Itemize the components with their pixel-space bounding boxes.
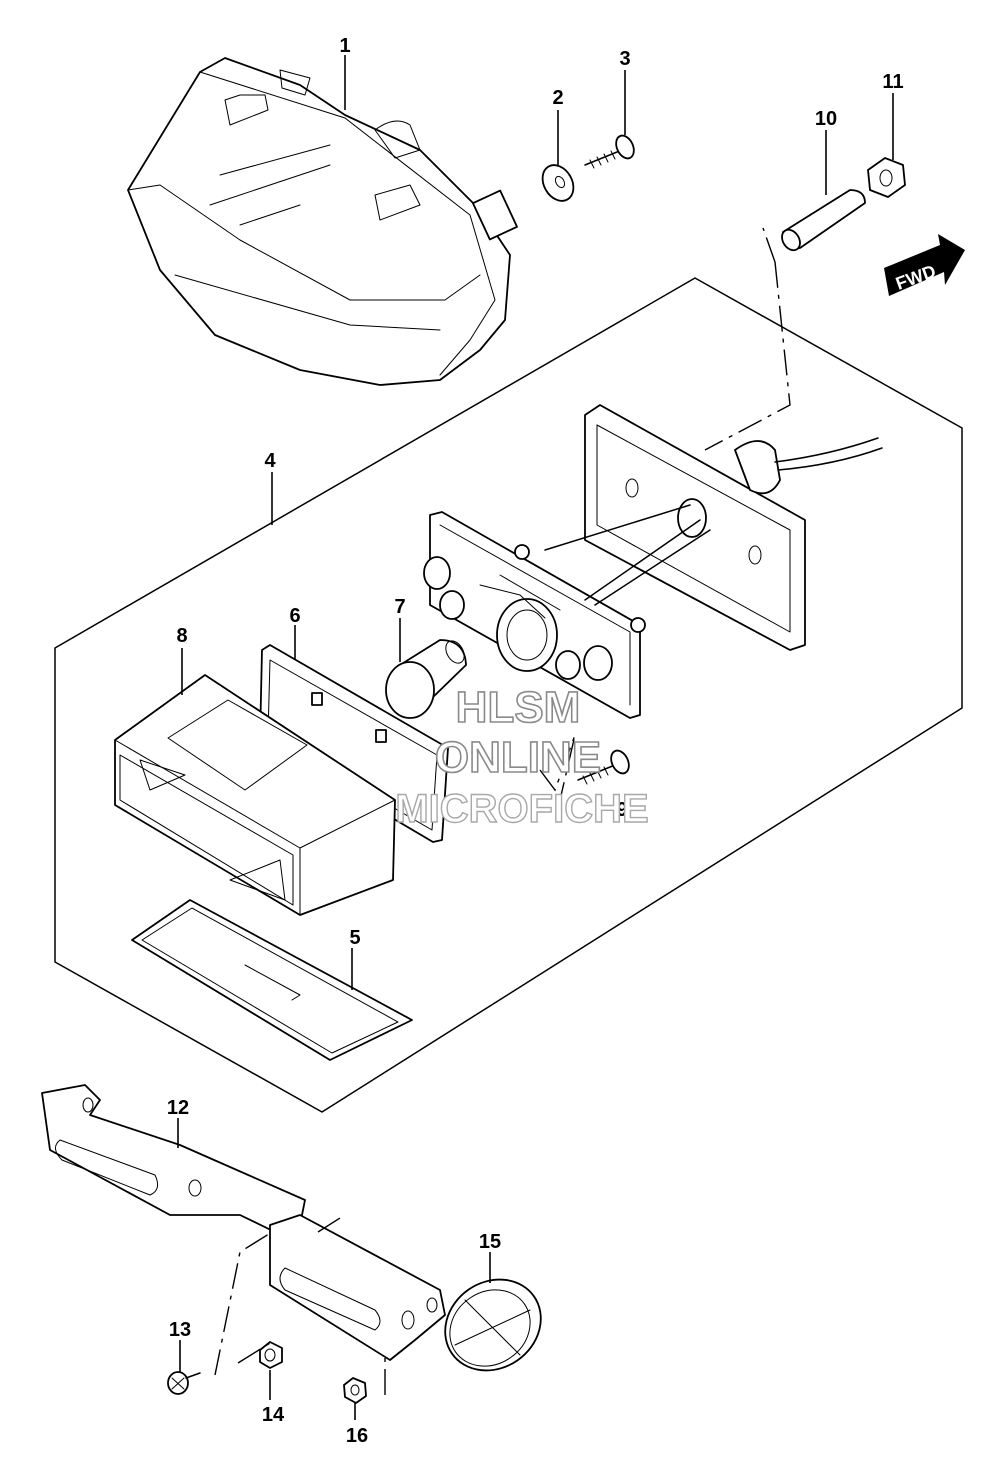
lens-cover xyxy=(131,899,413,1061)
callout-14: 14 xyxy=(262,1404,285,1426)
callout-5: 5 xyxy=(349,927,360,949)
callout-1: 1 xyxy=(339,35,350,57)
callout-2: 2 xyxy=(552,87,563,109)
nut xyxy=(867,157,906,198)
watermark-line-1: HLSM xyxy=(456,683,581,732)
callout-numbers: 1 2 3 4 5 6 7 8 9 10 11 12 13 14 15 16 xyxy=(167,35,904,1447)
callout-8: 8 xyxy=(176,625,187,647)
leader-lines xyxy=(177,55,894,1420)
fwd-arrow-icon: FWD xyxy=(884,234,965,296)
washer xyxy=(541,164,575,202)
callout-11: 11 xyxy=(882,71,903,93)
lens xyxy=(114,674,396,916)
callout-9: 9 xyxy=(616,799,627,821)
callout-4: 4 xyxy=(264,450,276,472)
lock-nut xyxy=(343,1377,367,1404)
screw xyxy=(584,134,635,169)
callout-7: 7 xyxy=(394,596,405,618)
callout-16: 16 xyxy=(346,1425,368,1447)
callout-13: 13 xyxy=(169,1319,191,1341)
assembly-frame xyxy=(54,277,963,1113)
bulb xyxy=(385,639,467,719)
callout-12: 12 xyxy=(167,1097,189,1119)
callout-6: 6 xyxy=(289,605,300,627)
lamp-base-assembly xyxy=(423,404,883,719)
assembly-lines xyxy=(214,227,791,1395)
reflector xyxy=(444,1278,542,1372)
screw-small xyxy=(577,749,630,785)
bracket-plate xyxy=(269,1214,446,1361)
watermark: HLSM ONLINE MICROFICHE xyxy=(395,682,650,832)
bracket xyxy=(41,1084,306,1233)
callout-3: 3 xyxy=(619,48,630,70)
clip-nut xyxy=(259,1341,283,1369)
tail-light-housing xyxy=(127,57,518,386)
callout-10: 10 xyxy=(815,108,837,130)
callout-15: 15 xyxy=(479,1231,501,1253)
watermark-line-3: MICROFICHE xyxy=(395,787,648,831)
bolt xyxy=(167,1371,201,1395)
watermark-line-2: ONLINE xyxy=(435,733,601,782)
spacer xyxy=(781,189,866,252)
